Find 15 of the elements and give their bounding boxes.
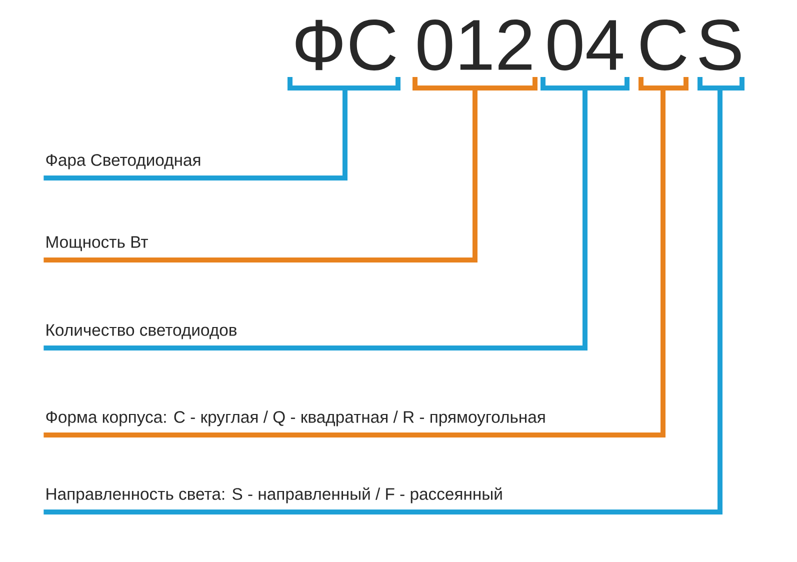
- leader-line: [44, 88, 666, 438]
- leader-line: [44, 88, 588, 350]
- code-segment: 04: [540, 19, 630, 90]
- code-segment: 012: [412, 19, 538, 90]
- code-segment: C: [638, 19, 688, 90]
- code-segment: S: [698, 19, 744, 90]
- leader-line: [44, 88, 722, 514]
- description-label: Фара Светодиодная: [46, 154, 200, 170]
- code-segment: ФС: [288, 19, 400, 90]
- description-label: Количество светодиодов: [46, 324, 237, 340]
- description-label: Мощность Вт: [46, 236, 148, 252]
- leader-line: [44, 88, 478, 262]
- description-label: Форма корпуса: C - круглая / Q - квадратная / R - прямоугольная: [46, 410, 545, 426]
- leader-line: [44, 88, 348, 180]
- description-label: Направленность света: S - направленный / F - рассеянный: [46, 487, 502, 504]
